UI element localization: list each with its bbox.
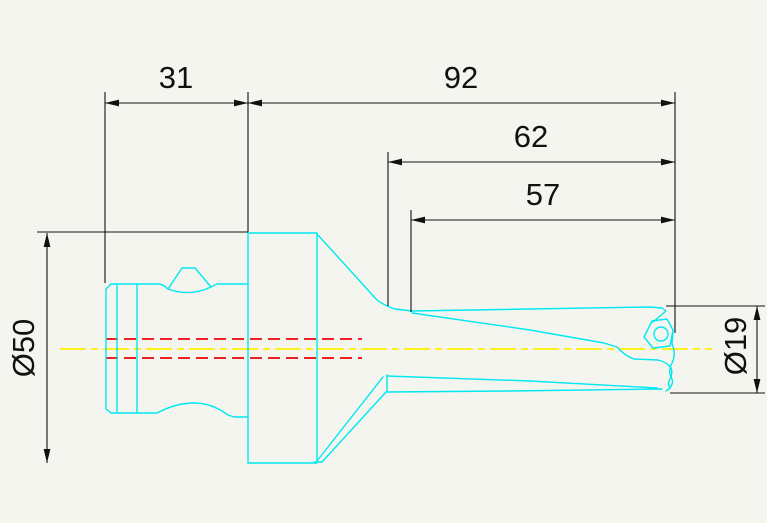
dim-shank-length: 31 (104, 60, 249, 283)
dim19-arrow-bottom (753, 379, 761, 393)
dim31-arrow-right (234, 99, 248, 107)
tool-geometry (105, 232, 675, 464)
dim-usable-length: 57 (410, 177, 675, 312)
insert-outline (643, 318, 674, 349)
flute-diagonal-1 (316, 376, 384, 462)
insert-pocket-top (652, 307, 667, 323)
dim57-arrow-left (411, 216, 425, 224)
dim57-arrow-right (661, 216, 675, 224)
dim62-label: 62 (514, 119, 548, 154)
dim62-arrow-right (661, 158, 675, 166)
dim-flute-length: 62 (387, 119, 675, 306)
body-bottom-outer (386, 388, 663, 393)
dim62-arrow-left (388, 158, 402, 166)
dim31-label: 31 (159, 60, 193, 95)
body-bottom-inner (386, 375, 658, 389)
dimensions: 31 92 62 (6, 60, 765, 463)
dim50-arrow-bottom (43, 449, 51, 463)
flute-diagonal-2 (321, 390, 388, 463)
dim50-label: Ø50 (6, 319, 41, 378)
dim19-arrow-top (753, 306, 761, 320)
dim-shank-diameter: Ø50 (6, 231, 248, 463)
dim57-label: 57 (526, 177, 560, 212)
coolant-hidden-lines (106, 338, 362, 359)
dim31-arrow-left (105, 99, 119, 107)
dim92-arrow-right (661, 99, 675, 107)
dim-drill-diameter: Ø19 (666, 305, 765, 394)
flange-outline (247, 232, 318, 464)
body-taper-top (316, 233, 663, 312)
dim92-arrow-left (248, 99, 262, 107)
tip-face-edge (667, 329, 675, 391)
dim-overall-length: 92 (248, 60, 676, 333)
flute-top-edge (411, 312, 659, 361)
dim19-label: Ø19 (718, 317, 753, 376)
dim50-arrow-top (43, 233, 51, 247)
tip-lower-curve (657, 359, 673, 392)
insert-screw-hole (653, 326, 669, 342)
shank-groove-arc (167, 286, 212, 294)
dim92-label: 92 (444, 60, 478, 95)
shank-outline (105, 267, 249, 418)
